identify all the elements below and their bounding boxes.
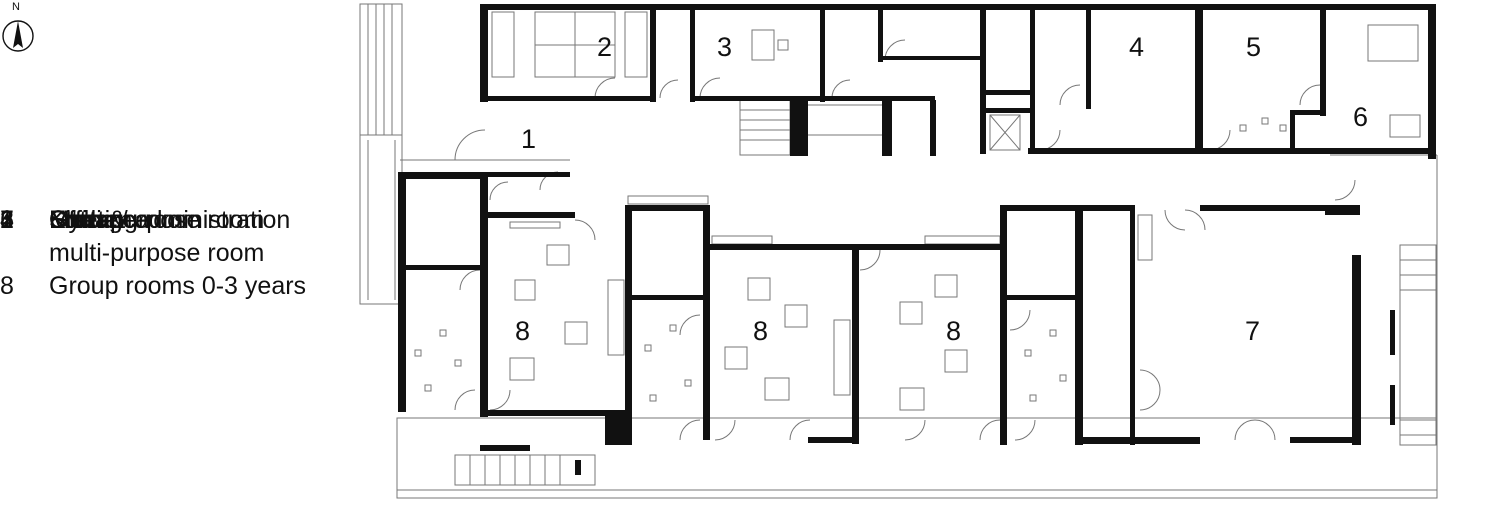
central-stair <box>739 99 791 156</box>
legend-item: 7 Gym & multi-purpose room <box>0 204 350 270</box>
west-block-wall <box>398 172 488 179</box>
room-number-7: 7 <box>1245 316 1260 346</box>
legend-number: 2 <box>0 206 14 234</box>
room-number-3: 3 <box>717 32 732 62</box>
legend-label-line-1: Gym & <box>49 206 126 234</box>
legend-number: 6 <box>0 206 14 234</box>
room-number-6: 6 <box>1353 102 1368 132</box>
room-numbers: 1 2 3 4 5 6 7 8 8 8 <box>515 32 1368 346</box>
legend-number: 5 <box>0 206 14 234</box>
legend-label: Group rooms 0-3 years <box>49 272 307 300</box>
east-stair <box>1399 244 1437 446</box>
walls <box>398 4 1436 475</box>
legend-number: 7 <box>0 206 14 234</box>
thin-lines <box>359 3 1438 499</box>
legend-label-line-2: multi-purpose room <box>49 239 265 267</box>
legend-label: Office / administration <box>49 206 291 234</box>
south-stair <box>454 454 596 486</box>
legend-label: Entrance <box>49 206 150 234</box>
room-number-1: 1 <box>521 124 536 154</box>
room-number-8: 8 <box>946 316 961 346</box>
legend-label: Gym & multi-purpose room <box>49 204 264 270</box>
floor-plan: 1 2 3 4 5 6 7 8 8 8 <box>359 3 1438 499</box>
legend-number: 8 <box>0 272 14 300</box>
north-wall <box>480 4 1435 10</box>
legend-label: Meeting room <box>49 206 202 234</box>
north-arrow-icon <box>2 20 34 52</box>
room-number-8: 8 <box>753 316 768 346</box>
legend-number: 3 <box>0 206 14 234</box>
west-ramp <box>359 3 403 305</box>
legend: 1 Entrance 2 Storage 3 Office / administ… <box>0 204 350 300</box>
legend-label: Kitchen <box>49 206 133 234</box>
legend-label: Multi-purpose room <box>49 206 265 234</box>
room-number-2: 2 <box>597 32 612 62</box>
room-number-4: 4 <box>1129 32 1144 62</box>
north-indicator: N <box>0 0 40 56</box>
room-number-8: 8 <box>515 316 530 346</box>
legend-label: Storage <box>49 206 137 234</box>
room-number-5: 5 <box>1246 32 1261 62</box>
legend-number: 4 <box>0 206 14 234</box>
terrace-outline <box>396 417 1438 499</box>
north-label: N <box>12 1 20 13</box>
legend-number: 1 <box>0 206 14 234</box>
